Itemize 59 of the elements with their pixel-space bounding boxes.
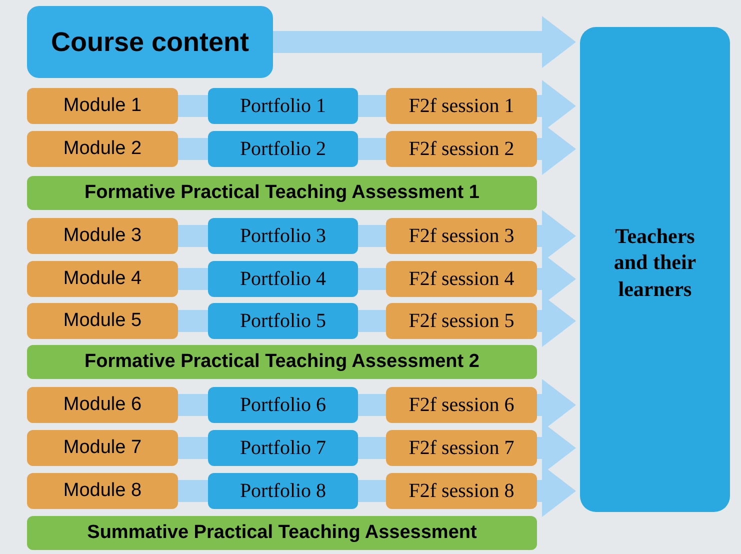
module-box: [27, 261, 178, 297]
assessment-bar: [27, 345, 537, 379]
box-label: Portfolio 5: [240, 309, 326, 334]
box-label: Portfolio 7: [240, 436, 326, 461]
box-label: F2f session 4: [408, 267, 514, 292]
module-box: [27, 430, 178, 466]
box-label: F2f session 3: [408, 224, 514, 249]
portfolio-box: [208, 131, 358, 167]
session-box: [386, 88, 537, 124]
module-box: [27, 473, 178, 509]
box-label: F2f session 7: [408, 436, 514, 461]
portfolio-box: [208, 473, 358, 509]
box-label: Portfolio 3: [240, 224, 326, 249]
assessment-bar: [27, 176, 537, 210]
box-label: F2f session 8: [408, 479, 514, 504]
session-box: [386, 131, 537, 167]
module-box: [27, 387, 178, 423]
arrow: [273, 16, 576, 68]
box-label: Module 7: [63, 436, 142, 460]
session-box: [386, 473, 537, 509]
box-label: F2f session 5: [408, 309, 514, 334]
box-label: Module 2: [63, 136, 142, 161]
module-box: [27, 131, 178, 167]
portfolio-box: [208, 387, 358, 423]
box-label: Module 1: [63, 94, 142, 118]
box-label: Portfolio 6: [240, 393, 326, 418]
box-label: Module 3: [63, 224, 142, 248]
box-label: F2f session 6: [408, 393, 514, 418]
box-label: Portfolio 8: [240, 479, 326, 504]
box-label: Portfolio 2: [240, 137, 326, 162]
target-box: [580, 27, 730, 512]
title-box: [27, 6, 273, 78]
portfolio-box: [208, 303, 358, 339]
box-label: Formative Practical Teaching Assessment 2: [84, 350, 480, 374]
portfolio-box: [208, 218, 358, 254]
portfolio-box: [208, 88, 358, 124]
session-box: [386, 430, 537, 466]
portfolio-box: [208, 430, 358, 466]
box-label: Portfolio 4: [240, 267, 326, 292]
session-box: [386, 218, 537, 254]
box-label: F2f session 2: [408, 137, 514, 162]
box-label: Module 5: [63, 308, 142, 333]
session-box: [386, 261, 537, 297]
box-label: F2f session 1: [408, 94, 514, 119]
module-box: [27, 218, 178, 254]
box-label: Teachers and their learners: [612, 223, 698, 302]
module-box: [27, 88, 178, 124]
session-box: [386, 387, 537, 423]
box-label: Module 8: [63, 478, 142, 503]
box-label: Portfolio 1: [240, 94, 326, 119]
box-label: Module 6: [63, 392, 142, 417]
box-label: Course content: [50, 26, 250, 59]
box-label: Formative Practical Teaching Assessment 1: [84, 180, 480, 205]
box-label: Summative Practical Teaching Assessment: [87, 520, 477, 545]
module-box: [27, 303, 178, 339]
session-box: [386, 303, 537, 339]
box-label: Module 4: [63, 266, 142, 291]
portfolio-box: [208, 261, 358, 297]
assessment-bar: [27, 516, 537, 550]
